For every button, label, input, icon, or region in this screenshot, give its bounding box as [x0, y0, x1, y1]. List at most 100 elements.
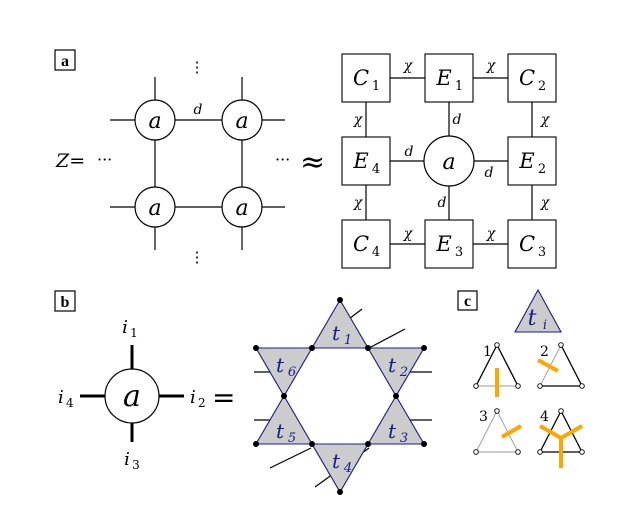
panel-a: a ⋮ ⋮ Z= ··· ··· ≈ d a a a a: [54, 49, 557, 269]
triangle-t2: t 2: [367, 347, 425, 398]
edge-e2: E 2: [507, 136, 557, 186]
triangle-t6: t 6: [255, 347, 313, 398]
svg-text:t: t: [388, 419, 397, 443]
index-i2: i 2: [190, 387, 206, 410]
panel-c-label: c: [464, 293, 471, 310]
config-2: 2: [537, 342, 585, 389]
svg-text:1: 1: [130, 326, 138, 340]
svg-text:2: 2: [399, 365, 408, 380]
svg-text:6: 6: [288, 365, 296, 380]
panel-b: b a i 1 i 2 i 3 i 4 =: [54, 290, 432, 495]
svg-text:4: 4: [372, 162, 380, 177]
panel-a-label-box: [54, 49, 76, 71]
svg-text:4: 4: [343, 461, 352, 476]
svg-text:C: C: [519, 66, 535, 90]
svg-text:E: E: [518, 149, 534, 173]
svg-text:t: t: [528, 306, 537, 331]
chi-label-6: χ: [353, 195, 364, 211]
kagome-vertices: [253, 297, 427, 495]
chi-label-4: χ: [486, 226, 497, 242]
svg-text:5: 5: [288, 431, 296, 446]
panel-a-label: a: [61, 53, 69, 70]
svg-text:E: E: [352, 149, 368, 173]
svg-text:3: 3: [400, 431, 408, 446]
chi-label-5: χ: [353, 112, 364, 128]
triangle-t4: t 4: [311, 443, 369, 494]
corner-c3: C 3: [507, 219, 557, 269]
panel-b-label: b: [61, 294, 70, 311]
svg-text:2: 2: [538, 79, 546, 94]
svg-text:3: 3: [455, 245, 463, 260]
svg-text:1: 1: [372, 79, 380, 94]
svg-text:t: t: [388, 353, 397, 377]
svg-text:2: 2: [198, 396, 206, 410]
panel-c: c t i 1 2 3: [457, 288, 585, 468]
config-3: 3: [473, 408, 523, 455]
bond-d-label: d: [194, 102, 203, 118]
config-1: 1: [473, 342, 521, 397]
generic-triangle-ti: t i: [514, 288, 562, 333]
corner-c4: C 4: [341, 219, 391, 269]
triangle-t5: t 5: [255, 394, 313, 446]
svg-text:E: E: [435, 66, 451, 90]
svg-text:1: 1: [344, 333, 352, 348]
triangle-t1: t 1: [311, 298, 369, 349]
panel-c-label-box: [457, 290, 478, 311]
svg-text:a: a: [235, 109, 248, 134]
chi-label-8: χ: [540, 195, 551, 211]
chi-label-2: χ: [486, 58, 497, 74]
svg-text:4: 4: [66, 396, 74, 410]
equals-sign: =: [212, 381, 235, 414]
site-tensor-3: a: [134, 186, 176, 228]
config-4: 4: [537, 408, 585, 468]
site-tensor-b: [104, 368, 160, 424]
svg-text:t: t: [276, 419, 285, 443]
chi-label-7: χ: [540, 112, 551, 128]
index-i4: i 4: [58, 387, 74, 410]
svg-text:t: t: [276, 353, 285, 377]
svg-text:a: a: [235, 196, 248, 221]
edge-e3: E 3: [424, 219, 474, 269]
ctm-site-tensor: a: [423, 135, 475, 187]
ctm-d-label-top: d: [453, 112, 462, 128]
index-i1: i 1: [122, 317, 138, 340]
panel-b-label-box: [54, 290, 76, 312]
svg-text:a: a: [148, 196, 161, 221]
chi-label-3: χ: [403, 226, 414, 242]
svg-text:i: i: [122, 317, 128, 338]
dots-left: ···: [97, 150, 112, 169]
svg-text:C: C: [353, 66, 369, 90]
site-tensor-4: a: [221, 186, 263, 228]
svg-text:3: 3: [132, 458, 140, 472]
site-tensor-2: a: [221, 99, 263, 141]
vertical-dots-bottom: ⋮: [190, 248, 205, 266]
svg-text:3: 3: [479, 409, 488, 425]
svg-text:3: 3: [538, 245, 546, 260]
ctm-d-label-bottom: d: [438, 195, 447, 211]
svg-text:2: 2: [538, 162, 546, 177]
ctm-d-label-left: d: [405, 144, 414, 160]
edge-e4: E 4: [341, 136, 391, 186]
corner-c2: C 2: [507, 53, 557, 103]
svg-text:t: t: [332, 449, 341, 473]
svg-text:t: t: [332, 321, 341, 345]
svg-text:i: i: [190, 387, 196, 408]
svg-text:1: 1: [483, 344, 492, 360]
svg-text:a: a: [148, 109, 161, 134]
ctm-d-label-right: d: [485, 165, 494, 181]
z-equals: Z=: [55, 150, 85, 172]
index-i3: i 3: [124, 449, 140, 472]
dots-right: ···: [275, 150, 290, 169]
svg-text:4: 4: [372, 245, 380, 260]
svg-text:C: C: [519, 232, 535, 256]
svg-text:i: i: [58, 387, 64, 408]
chi-label-1: χ: [403, 58, 414, 74]
svg-text:i: i: [124, 449, 130, 470]
svg-text:C: C: [353, 232, 369, 256]
site-tensor-1: a: [134, 99, 176, 141]
vertical-dots-top: ⋮: [190, 58, 205, 76]
corner-c1: C 1: [341, 53, 391, 103]
svg-text:i: i: [543, 318, 547, 333]
edge-e1: E 1: [424, 53, 474, 103]
